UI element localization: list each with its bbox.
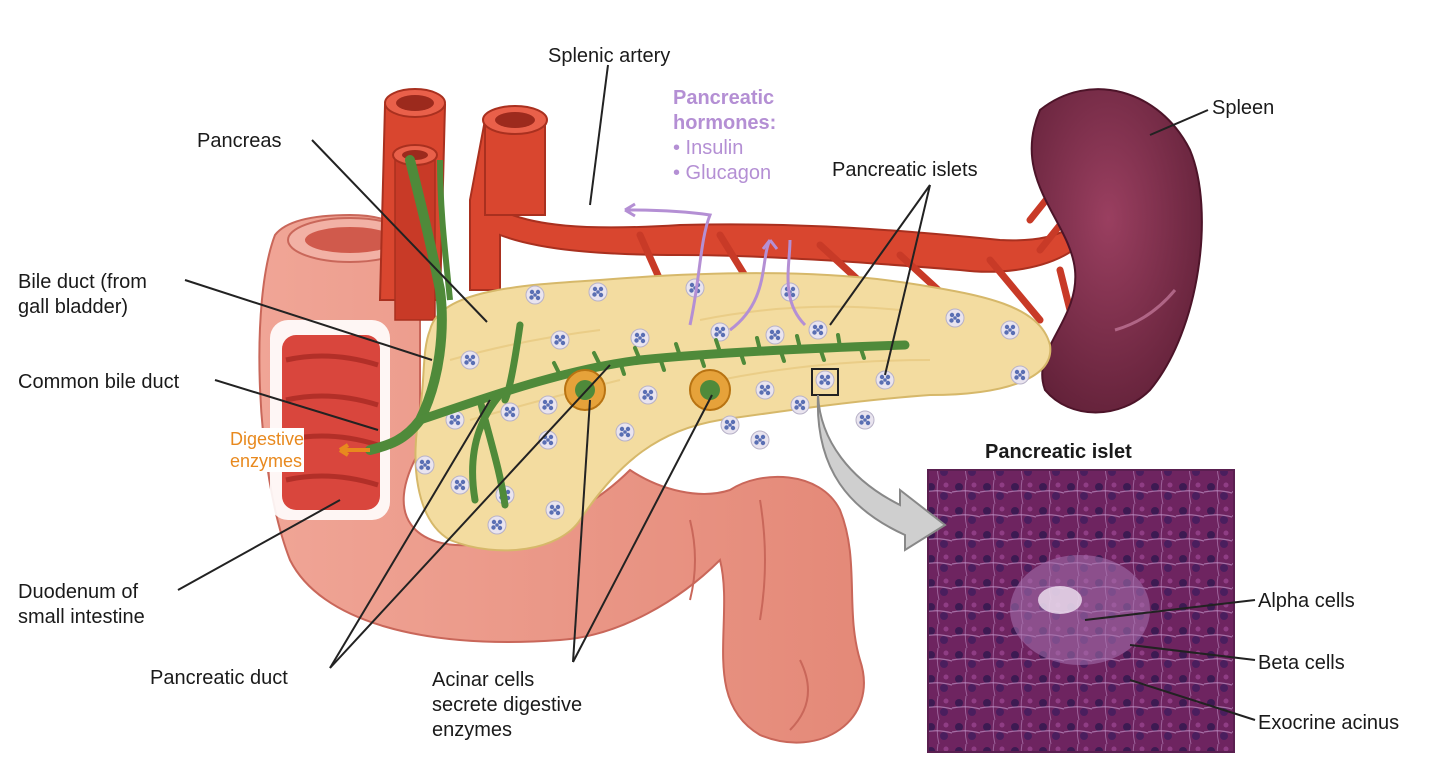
pancreatic-islet-micrograph — [927, 469, 1235, 753]
digestive-enzymes-line-1: Digestive — [230, 429, 305, 449]
hormone-insulin: • Insulin — [673, 137, 744, 159]
acinar-line-3: enzymes — [432, 719, 513, 741]
enzyme-arrow-icon — [338, 443, 370, 457]
label-pancreatic-islet-title: Pancreatic islet — [985, 441, 1132, 463]
label-digestive-enzymes: Digestive enzymes — [230, 428, 305, 472]
label-splenic-artery: Splenic artery — [548, 45, 671, 67]
hormone-arrows-icon — [624, 202, 807, 332]
acinar-line-1: Acinar cells — [432, 669, 535, 691]
label-common-bile-duct: Common bile duct — [18, 371, 180, 393]
splenic-artery-illustration — [378, 88, 1084, 334]
label-spleen: Spleen — [1212, 97, 1275, 119]
leader-lines — [177, 64, 1256, 721]
label-acinar-cells: Acinar cells secrete digestive enzymes — [432, 668, 582, 743]
duodenum-line-2: small intestine — [18, 606, 145, 628]
label-bile-duct: Bile duct (from gall bladder) — [18, 270, 147, 320]
acinar-line-2: secrete digestive — [432, 694, 583, 716]
label-beta-cells: Beta cells — [1258, 652, 1345, 674]
hormone-glucagon: • Glucagon — [673, 162, 772, 184]
zoom-arrow-icon — [816, 394, 947, 552]
bile-duct-line-2: gall bladder) — [18, 296, 129, 318]
pancreatic-duct-illustration — [365, 155, 910, 509]
label-alpha-cells: Alpha cells — [1258, 590, 1355, 612]
hormones-title-line-2: hormones: — [673, 112, 777, 134]
label-pancreas: Pancreas — [197, 130, 282, 152]
label-hormones-title: Pancreatic hormones: • Insulin • Glucago… — [673, 86, 776, 186]
label-exocrine-acinus: Exocrine acinus — [1258, 712, 1400, 734]
bile-duct-line-1: Bile duct (from — [18, 271, 147, 293]
digestive-enzymes-line-2: enzymes — [230, 451, 303, 471]
label-duodenum: Duodenum of small intestine — [18, 580, 145, 630]
hormones-title-line-1: Pancreatic — [673, 87, 775, 109]
label-pancreatic-duct: Pancreatic duct — [150, 667, 288, 689]
duodenum-line-1: Duodenum of — [18, 581, 139, 603]
label-pancreatic-islets: Pancreatic islets — [832, 159, 978, 181]
duodenum-illustration — [258, 213, 865, 744]
